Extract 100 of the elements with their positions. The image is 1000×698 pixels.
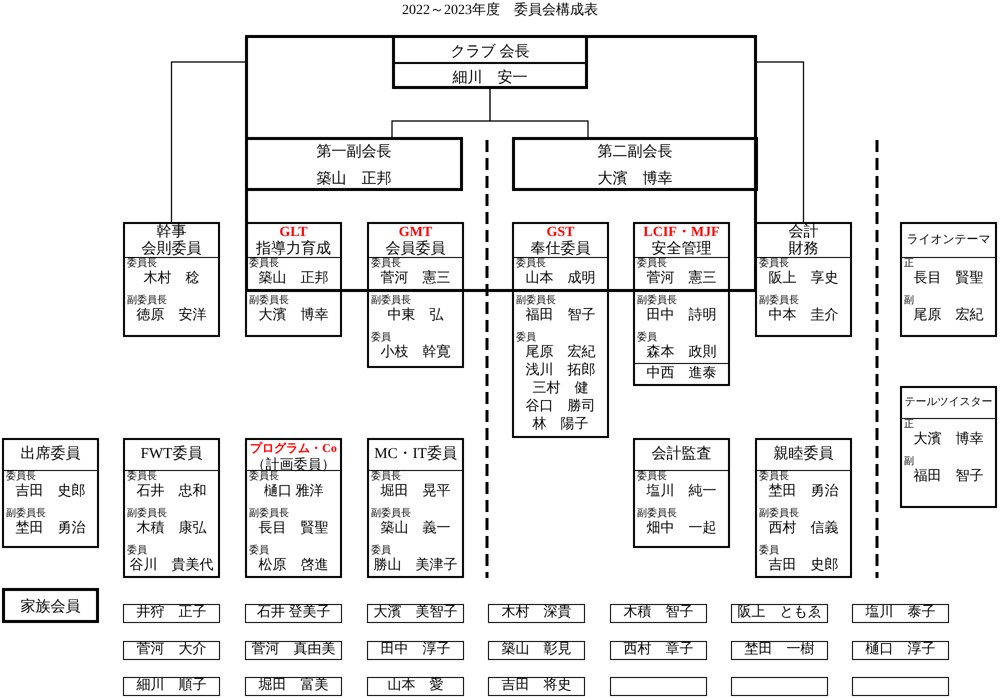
committee-title: GMT [398,224,432,240]
role-label: 副委員長 [637,295,677,307]
member-name: 徳原 安洋 [136,307,206,325]
role-label: 委員長 [127,258,157,270]
role-label: 委員長 [249,258,279,270]
position-title: クラブ 会長 [450,42,530,61]
committee-box [367,438,464,578]
role-label: 副 [904,456,914,468]
role-label: 副委員長 [249,295,289,307]
role-label: 委員長 [371,471,401,483]
officer-name: 大濱 博幸 [598,169,672,188]
role-label: 委員 [249,545,269,557]
member-name: 山本 愛 [388,677,444,695]
committee-title: 親睦委員 [774,446,834,462]
member-name: 大濱 美智子 [374,604,458,622]
name-box [245,640,342,660]
committee-title: LCIF・MJF [643,224,720,240]
role-label: 委員長 [516,258,546,270]
role-label: 副委員長 [371,508,411,520]
role-label: 副委員長 [516,295,556,307]
committee-title: FWT委員 [140,446,202,462]
name-box [852,604,949,623]
member-name: 井狩 正子 [136,604,206,622]
officer-box [392,35,588,89]
member-name: 吉田 史郎 [16,483,86,501]
committee-box [633,222,730,386]
role-label: 委員長 [127,471,157,483]
officer-box [245,137,463,191]
member-name: 木積 康弘 [136,520,206,538]
committee-title: MC・IT委員 [374,446,457,462]
committee-box [123,438,220,578]
member-name: 埜田 勇治 [16,520,86,538]
member-name: 大濱 博幸 [258,307,328,325]
role-label: 副委員長 [6,508,46,520]
member-name: 長目 賢聖 [258,520,328,538]
member-name: 田中 淳子 [380,640,450,658]
role-label: 委員 [127,545,147,557]
member-name: 樋口 雅洋 [264,483,324,501]
committee-title: 会則委員 [142,241,202,258]
member-name: 塩川 純一 [646,483,716,501]
role-label: 正 [904,419,914,431]
member-name: 大濱 博幸 [914,431,984,449]
member-name: 尾原 宏紀 [914,307,984,325]
name-box [731,640,828,660]
position-title: 第一副会長 [316,143,392,161]
role-label: 副委員長 [759,295,799,307]
role-label: 副委員長 [249,508,289,520]
role-label: 委員 [516,332,536,344]
member-name: 松原 啓進 [258,557,328,575]
empty-box [610,677,707,696]
member-name: 菅河 大介 [136,640,206,658]
member-name: 畑中 一起 [646,520,716,538]
role-label: 委員長 [637,471,667,483]
member-name: 木村 深貴 [502,604,572,622]
group-label-box [2,588,99,623]
member-name: 築山 正邦 [258,270,328,288]
connector-line [170,61,245,222]
member-name: 福田 智子 [526,307,596,325]
officer-name: 細川 安一 [452,68,528,87]
member-name: 埜田 勇治 [768,483,838,501]
name-box [610,640,707,660]
member-name: 細川 順子 [136,677,206,695]
name-box [488,677,585,696]
connector-line [757,61,804,222]
group-label: 家族会員 [20,597,80,616]
committee-box [245,438,342,578]
role-label: 副委員長 [127,295,167,307]
committee-box [900,222,997,337]
committee-title: ライオンテーマ [906,231,990,248]
role-label: 副 [904,295,914,307]
role-label: 委員 [371,545,391,557]
position-title: 第二副会長 [598,143,672,161]
member-name: 吉田 将史 [502,677,572,695]
member-name: 築山 彰見 [502,640,572,658]
role-label: 副委員長 [759,508,799,520]
member-name: 尾原 宏紀 [526,344,596,362]
member-name: 菅河 憲三 [380,270,450,288]
member-name: 山本 成明 [526,270,596,288]
member-name: 樋口 淳子 [866,640,936,658]
name-box [123,677,220,696]
role-label: 正 [904,258,914,270]
committee-box [900,386,997,508]
committee-title: プログラム・Co [250,440,337,457]
committee-title: 幹事 [156,224,186,240]
committee-title: 安全管理 [652,241,712,258]
role-label: 副委員長 [637,508,677,520]
role-label: 委員長 [637,258,667,270]
member-name: 木積 智子 [624,604,694,622]
member-name: 浅川 拓郎 [526,362,596,380]
member-name: 西村 信義 [768,520,838,538]
member-name: 森本 政則 [646,344,716,362]
name-box [367,640,464,660]
committee-box [512,222,609,438]
committee-box [367,222,464,368]
committee-box [2,438,99,548]
committee-box [633,438,730,548]
role-label: 委員長 [759,258,789,270]
name-box [123,604,220,623]
committee-box [755,222,852,337]
role-label: 委員 [759,545,779,557]
